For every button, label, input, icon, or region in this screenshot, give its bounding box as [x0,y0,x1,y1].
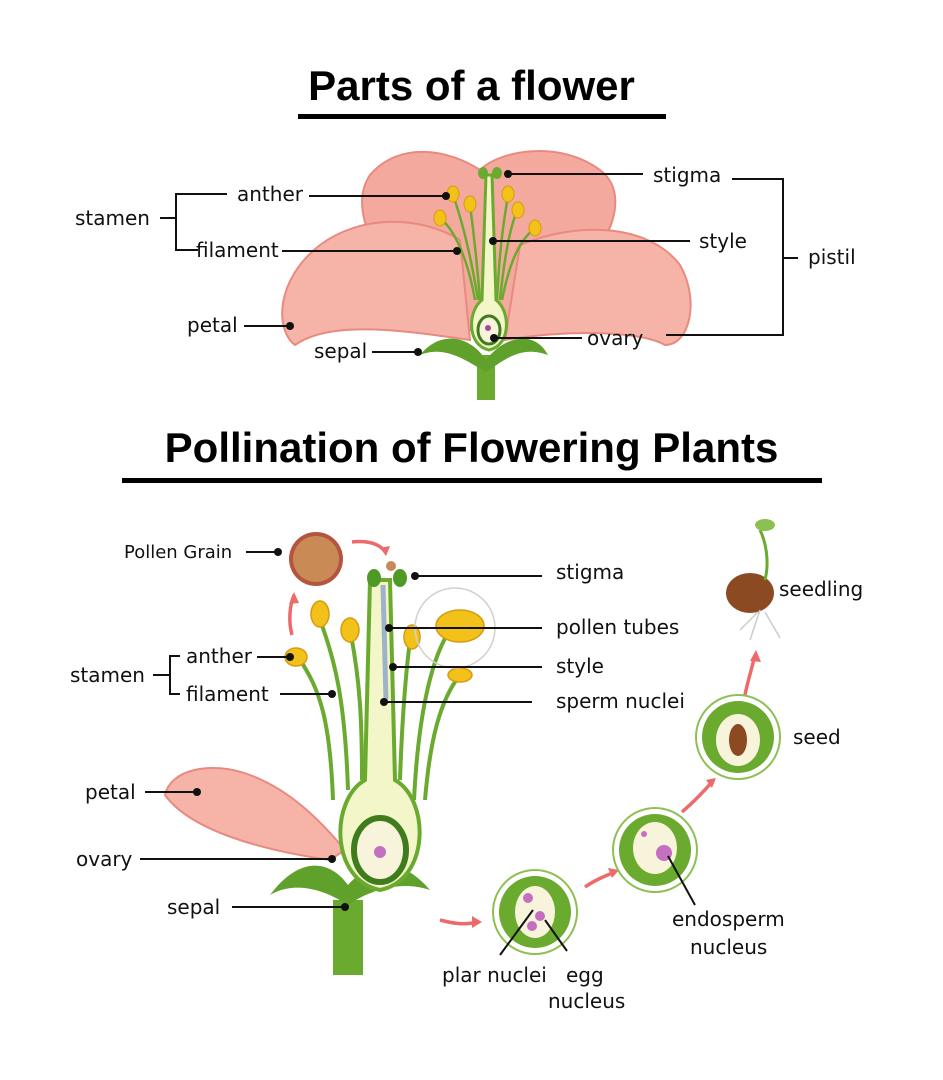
pistil-shape [470,173,508,352]
stigma-shape [492,167,502,179]
sepal-shape [420,338,548,372]
stage-endosperm [612,807,698,893]
stigma-shape [478,167,488,179]
title-underline [298,114,666,119]
pollen-grain-icon [289,532,343,586]
label-ovary: ovary [587,326,644,350]
label-petal: petal [187,313,238,337]
label-sperm-nuclei: sperm nuclei [556,689,685,713]
stigma-shape [367,569,381,587]
label-style: style [699,229,747,253]
label-seedling: seedling [779,577,863,601]
label-endosperm-nucleus: endosperm [672,907,785,931]
egg-dot [374,846,386,858]
label-pistil: pistil [808,245,856,269]
petal-shape [281,220,472,347]
egg-dot [485,325,491,331]
top-flower-illustration [281,150,692,400]
title-underline [122,478,822,483]
label-anther: anther [186,644,253,668]
title-pollination: Pollination of Flowering Plants [164,424,779,471]
label-endosperm-nucleus: nucleus [690,935,767,959]
title-parts-of-flower: Parts of a flower [308,62,635,109]
label-style: style [556,654,604,678]
stage-fertilization [492,869,578,955]
petal-shape [503,228,692,347]
pollen-on-stigma [386,561,396,571]
label-seed: seed [793,725,841,749]
stigma-shape [393,569,407,587]
label-sepal: sepal [314,339,367,363]
label-egg-nucleus: nucleus [548,989,625,1013]
label-filament: filament [186,682,269,706]
ovary-shape [338,578,422,893]
label-anther: anther [237,182,304,206]
stage-seed [695,694,781,780]
anther-zoom [435,609,485,643]
label-egg-nucleus: egg [566,963,604,987]
label-sepal: sepal [167,895,220,919]
label-petal: petal [85,780,136,804]
label-pollen-tubes: pollen tubes [556,615,679,639]
label-ovary: ovary [76,847,133,871]
label-pollen-grain: Pollen Grain [124,542,232,563]
label-stigma: stigma [556,560,624,584]
stage-seedling [726,519,781,641]
label-stamen: stamen [75,206,150,230]
label-stamen: stamen [70,663,145,687]
stem-shape [333,900,363,975]
label-stigma: stigma [653,163,721,187]
label-filament: filament [196,238,279,262]
pollen-tube [380,584,389,701]
label-plar-nuclei: plar nuclei [442,963,547,987]
petal-shape [163,767,347,862]
